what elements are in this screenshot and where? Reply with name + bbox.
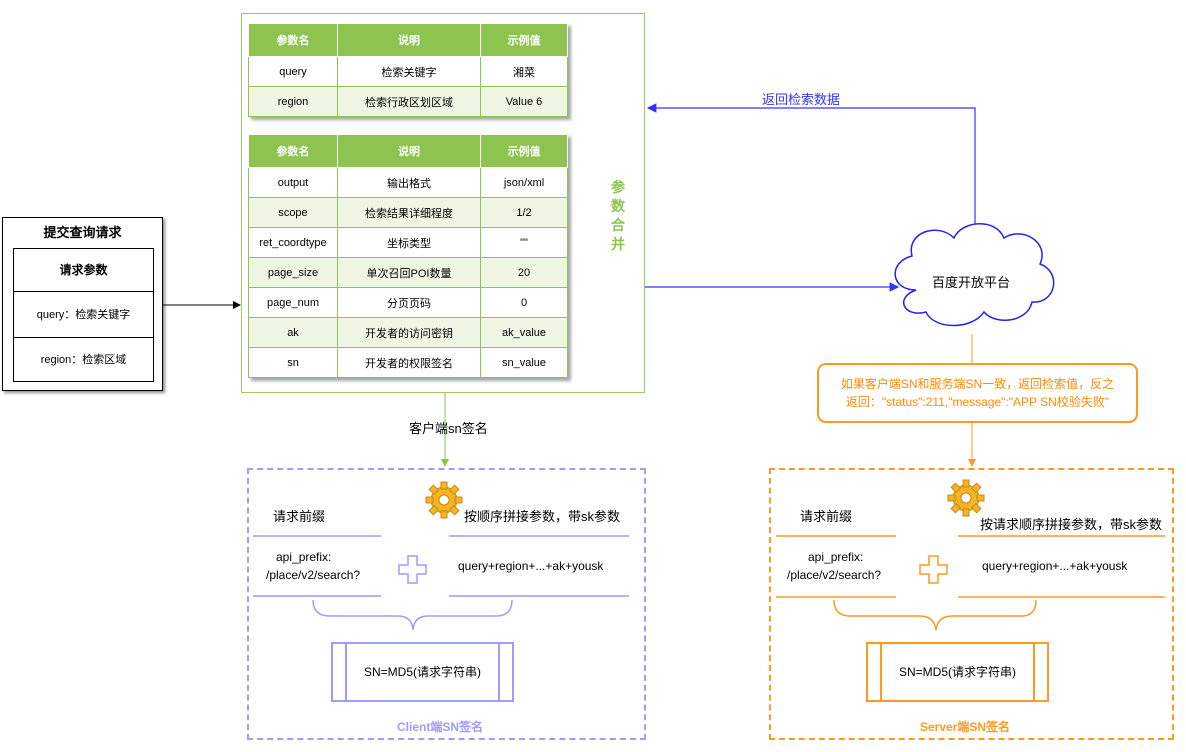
- cell: 输出格式: [337, 167, 481, 198]
- table-row: region 检索行政区划区域 Value 6: [248, 86, 568, 117]
- table-row: page_num 分页页码 0: [248, 287, 568, 318]
- cell: 检索结果详细程度: [337, 197, 481, 228]
- md5-box: SN=MD5(请求字符串): [866, 642, 1049, 702]
- table-row: scope 检索结果详细程度 1/2: [248, 197, 568, 228]
- return-arrow: [646, 103, 976, 240]
- cell: 检索关键字: [337, 56, 481, 87]
- cell: 1/2: [480, 197, 568, 228]
- cell: 开发者的访问密钥: [337, 317, 481, 348]
- server-panel: [769, 468, 1174, 740]
- server-panel-title: Server端SN签名: [920, 720, 1011, 734]
- md5-formula: SN=MD5(请求字符串): [898, 665, 1016, 679]
- cell: 分页页码: [337, 287, 481, 318]
- table-row: sn 开发者的权限签名 sn_value: [248, 347, 568, 378]
- gear-icon: [425, 481, 463, 519]
- cell: json/xml: [480, 167, 568, 198]
- request-param-row: region：检索区域: [40, 354, 127, 366]
- platform-label: 百度开放平台: [931, 275, 1010, 290]
- server-brace: [833, 599, 1037, 631]
- md5-box: SN=MD5(请求字符串): [331, 642, 514, 702]
- table-row: query 检索关键字 湘菜: [248, 56, 568, 87]
- cell: 0: [480, 287, 568, 318]
- request-param-row: query：检索关键字: [14, 292, 153, 338]
- cell: "": [480, 227, 568, 258]
- col-header: 说明: [337, 23, 481, 57]
- cell: 检索行政区划区域: [337, 86, 481, 117]
- col-header: 参数名: [248, 134, 338, 168]
- client-panel-title: Client端SN签名: [397, 720, 484, 734]
- client-brace: [312, 599, 513, 631]
- cell: ak: [248, 317, 338, 348]
- cell: 单次召回POI数量: [337, 257, 481, 288]
- cell: 20: [480, 257, 568, 288]
- request-params-header: 请求参数: [14, 249, 153, 292]
- cell: 坐标类型: [337, 227, 481, 258]
- merge-label: 参数合并: [611, 179, 625, 252]
- cloud-icon: [894, 223, 1055, 327]
- cell: ret_coordtype: [248, 227, 338, 258]
- param-table-top: 参数名 说明 示例值 query 检索关键字 湘菜 region 检索行政区划区…: [248, 23, 568, 117]
- col-header: 示例值: [480, 134, 568, 168]
- table-row: output 输出格式 json/xml: [248, 167, 568, 198]
- concat-value: query+region+...+ak+yousk: [982, 559, 1128, 573]
- return-label: 返回检索数据: [762, 92, 841, 107]
- cell: query: [248, 56, 338, 87]
- gear-icon: [947, 479, 985, 517]
- cell: page_size: [248, 257, 338, 288]
- cell: region: [248, 86, 338, 117]
- param-table-bottom: 参数名 说明 示例值 output 输出格式 json/xml scope 检索…: [248, 134, 568, 378]
- client-sign-label: 客户端sn签名: [409, 421, 488, 436]
- concat-label: 按请求顺序拼接参数，带sk参数: [980, 517, 1163, 532]
- prefix-value: /place/v2/search?: [266, 568, 361, 582]
- col-header: 示例值: [480, 23, 568, 57]
- verification-note: 如果客户端SN和服务端SN一致，返回检索值，反之 返回："status":211…: [817, 363, 1138, 423]
- plus-icon: [398, 555, 427, 584]
- cell: page_num: [248, 287, 338, 318]
- cell: sn_value: [480, 347, 568, 378]
- note-line: 如果客户端SN和服务端SN一致，返回检索值，反之: [840, 377, 1115, 391]
- cell: scope: [248, 197, 338, 228]
- md5-formula: SN=MD5(请求字符串): [363, 665, 481, 679]
- cell: 湘菜: [480, 56, 568, 87]
- prefix-value: /place/v2/search?: [787, 568, 882, 582]
- request-box: 提交查询请求 请求参数 query：检索关键字 region：检索区域: [2, 217, 163, 391]
- col-header: 参数名: [248, 23, 338, 57]
- concat-value: query+region+...+ak+yousk: [458, 559, 604, 573]
- prefix-value: api_prefix:: [276, 550, 332, 564]
- table-row: ret_coordtype 坐标类型 "": [248, 227, 568, 258]
- concat-label: 按顺序拼接参数，带sk参数: [464, 509, 621, 524]
- cell: 开发者的权限签名: [337, 347, 481, 378]
- col-header: 说明: [337, 134, 481, 168]
- plus-icon: [919, 555, 948, 584]
- cell: output: [248, 167, 338, 198]
- cell: Value 6: [480, 86, 568, 117]
- prefix-label: 请求前缀: [273, 509, 326, 524]
- prefix-label: 请求前缀: [800, 509, 853, 524]
- request-title: 提交查询请求: [43, 225, 122, 240]
- table-row: page_size 单次召回POI数量 20: [248, 257, 568, 288]
- table-row: ak 开发者的访问密钥 ak_value: [248, 317, 568, 348]
- cell: sn: [248, 347, 338, 378]
- prefix-value: api_prefix:: [808, 550, 864, 564]
- request-params-box: 请求参数 query：检索关键字 region：检索区域: [13, 248, 154, 382]
- cell: ak_value: [480, 317, 568, 348]
- client-panel: [247, 468, 646, 740]
- note-line: 返回："status":211,"message":"APP SN校验失败": [845, 395, 1110, 409]
